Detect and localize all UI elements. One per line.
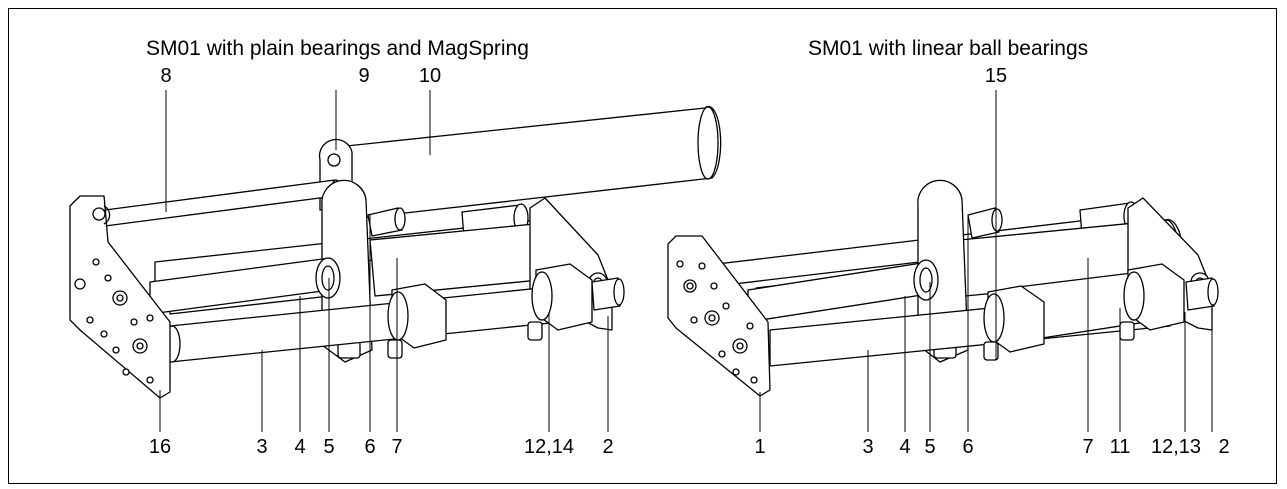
label-9: 9 — [358, 65, 370, 87]
label-6-right: 6 — [962, 436, 974, 458]
magspring-end — [697, 106, 719, 180]
left-assembly — [69, 105, 722, 399]
rear-rod — [104, 179, 336, 227]
mag-mount-hole — [327, 153, 341, 167]
label-5: 5 — [323, 436, 335, 458]
label-7: 7 — [391, 436, 403, 458]
leader-lines — [159, 90, 1213, 432]
magspring-cylinder — [336, 105, 722, 221]
label-1: 1 — [754, 436, 766, 458]
figure-frame — [8, 8, 1277, 484]
left-title: SM01 with plain bearings and MagSpring — [146, 37, 529, 60]
label-6: 6 — [364, 436, 376, 458]
label-11: 11 — [1109, 436, 1131, 458]
label-10: 10 — [418, 65, 442, 87]
label-4: 4 — [294, 436, 306, 458]
right-title: SM01 with linear ball bearings — [808, 37, 1089, 60]
label-12-13: 12,13 — [1150, 436, 1202, 458]
label-8: 8 — [160, 65, 172, 87]
label-7-right: 7 — [1082, 436, 1094, 458]
label-5-right: 5 — [924, 436, 936, 458]
label-12-14: 12,14 — [523, 436, 575, 458]
label-2-right: 2 — [1218, 436, 1230, 458]
right-assembly — [667, 179, 1219, 397]
label-4-right: 4 — [899, 436, 911, 458]
label-15: 15 — [984, 65, 1008, 87]
label-3: 3 — [256, 436, 268, 458]
label-3-right: 3 — [862, 436, 874, 458]
label-16: 16 — [148, 436, 172, 458]
label-2: 2 — [602, 436, 614, 458]
